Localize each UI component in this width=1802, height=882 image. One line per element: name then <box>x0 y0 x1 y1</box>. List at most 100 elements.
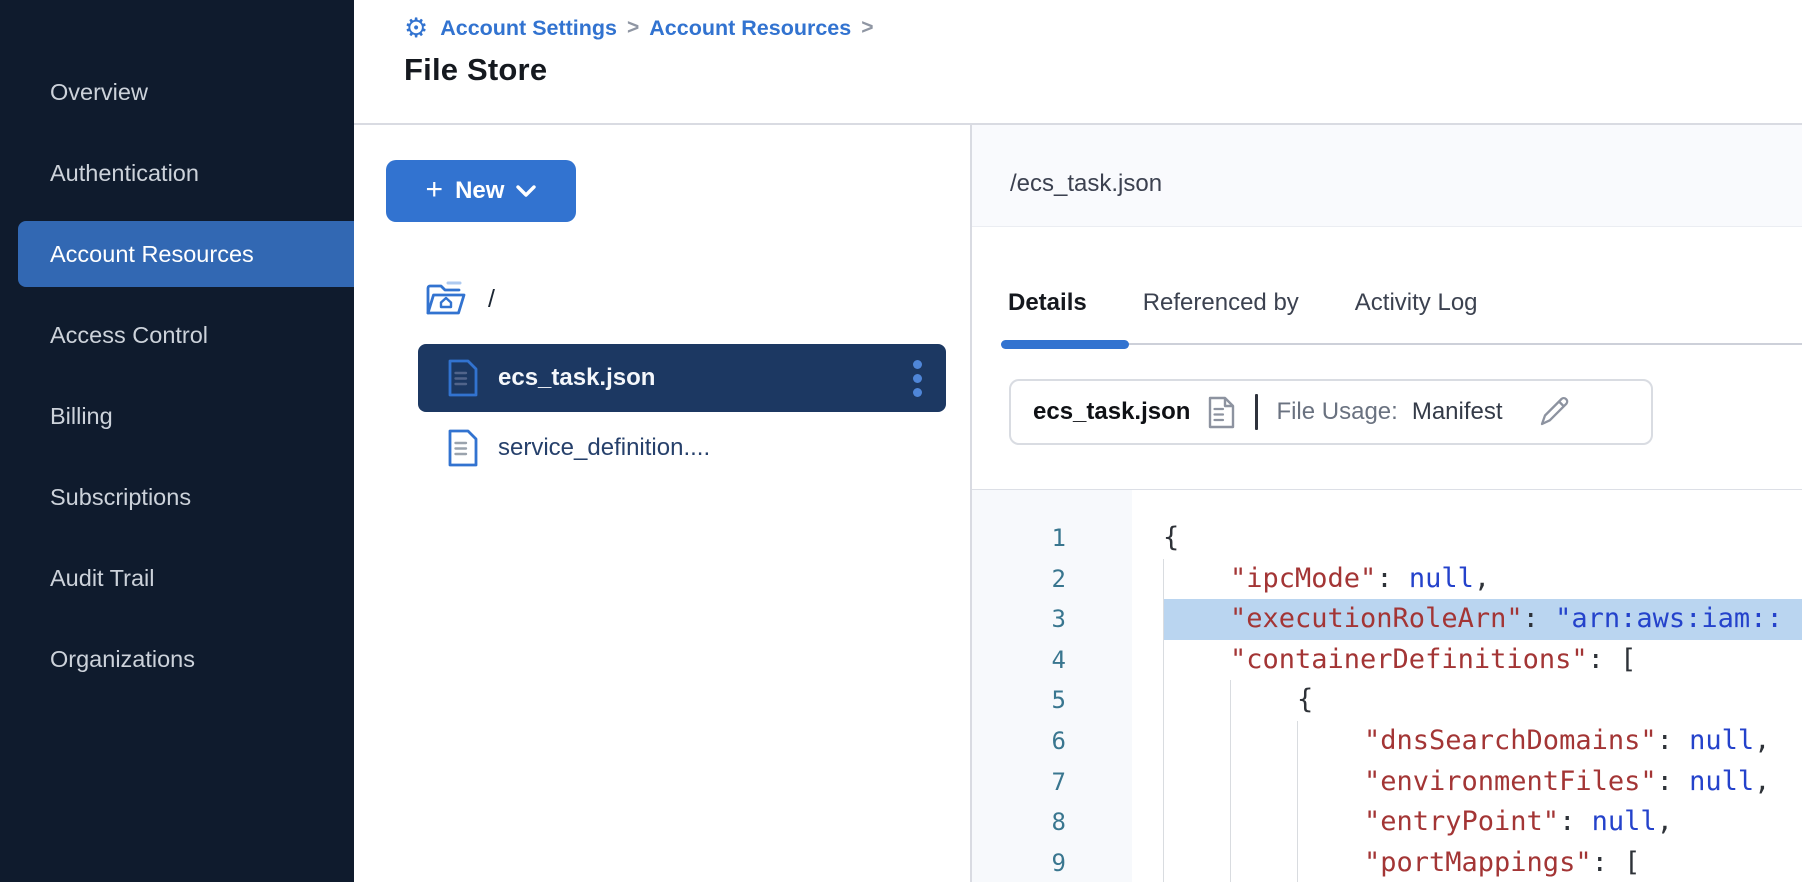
new-button-label: New <box>455 177 504 205</box>
file-path-strip: /ecs_task.json <box>972 125 1802 227</box>
indent-guide <box>1163 843 1230 882</box>
code-token: "containerDefinitions" <box>1230 644 1588 675</box>
code-token: , <box>1754 725 1770 756</box>
file-name: ecs_task.json <box>1033 398 1190 426</box>
tab-details[interactable]: Details <box>1008 289 1087 317</box>
sidebar-item-subscriptions[interactable]: Subscriptions <box>0 464 354 530</box>
breadcrumb: ⚙ Account Settings > Account Resources > <box>404 12 1802 44</box>
line-number: 9 <box>972 843 1066 882</box>
code-token: : <box>1657 766 1690 797</box>
tab-label: Activity Log <box>1355 289 1478 316</box>
indent-guide <box>1163 680 1230 721</box>
file-icon <box>446 358 480 398</box>
indent-guide <box>1163 762 1230 803</box>
indent-guide <box>1297 843 1364 882</box>
indent-guide <box>1163 640 1230 681</box>
line-number-gutter: 123456789 <box>972 490 1132 882</box>
code-token: , <box>1474 563 1490 594</box>
code-token: : [ <box>1588 644 1637 675</box>
code-token: : <box>1657 725 1690 756</box>
code-token: "environmentFiles" <box>1364 766 1657 797</box>
code-content: {"ipcMode": null,"executionRoleArn": "ar… <box>1132 490 1802 882</box>
line-number: 8 <box>972 802 1066 843</box>
file-info-box: ecs_task.json File Usage: Manifest <box>1009 379 1653 445</box>
indent-guide <box>1230 721 1297 762</box>
sidebar-item-audit-trail[interactable]: Audit Trail <box>0 545 354 611</box>
sidebar-item-overview[interactable]: Overview <box>0 59 354 125</box>
code-token: null <box>1689 725 1754 756</box>
code-line-6: "dnsSearchDomains": null, <box>1163 721 1802 762</box>
code-line-3: "executionRoleArn": "arn:aws:iam:: <box>1163 599 1802 640</box>
sidebar-item-billing[interactable]: Billing <box>0 383 354 449</box>
document-icon[interactable] <box>1208 396 1235 429</box>
indent-guide <box>1163 721 1230 762</box>
line-number: 3 <box>972 599 1066 640</box>
file-row-service-definition[interactable]: service_definition.... <box>418 414 946 482</box>
page-header: ⚙ Account Settings > Account Resources > Fi… <box>354 0 1802 125</box>
code-token: : <box>1376 563 1409 594</box>
tab-bar: Details Referenced by Activity Log <box>1008 289 1802 345</box>
root-folder-label: / <box>488 285 495 314</box>
page-title: File Store <box>404 52 1802 88</box>
sidebar-item-account-resources[interactable]: Account Resources <box>18 221 354 287</box>
indent-guide <box>1230 802 1297 843</box>
file-list: ecs_task.json service_definition.... <box>354 344 970 482</box>
indent-guide <box>1230 843 1297 882</box>
code-token: : [ <box>1592 847 1641 878</box>
code-line-7: "environmentFiles": null, <box>1163 762 1802 803</box>
breadcrumb-separator: > <box>861 16 873 40</box>
line-number: 2 <box>972 559 1066 600</box>
file-path: /ecs_task.json <box>1010 170 1162 198</box>
code-token: : <box>1523 603 1556 634</box>
sidebar-nav: OverviewAuthenticationAccount ResourcesA… <box>0 0 354 882</box>
breadcrumb-separator: > <box>627 16 639 40</box>
file-row-menu-button[interactable] <box>909 356 926 401</box>
chevron-down-icon <box>516 185 536 198</box>
code-token: { <box>1163 522 1179 553</box>
code-line-2: "ipcMode": null, <box>1163 559 1802 600</box>
code-token: , <box>1657 806 1673 837</box>
sidebar-item-authentication[interactable]: Authentication <box>0 140 354 206</box>
code-line-8: "entryPoint": null, <box>1163 802 1802 843</box>
indent-guide <box>1163 599 1230 640</box>
file-icon <box>446 428 480 468</box>
indent-guide <box>1297 762 1364 803</box>
breadcrumb-link-account-settings[interactable]: Account Settings <box>440 16 617 41</box>
code-line-9: "portMappings": [ <box>1163 843 1802 882</box>
indent-guide <box>1163 802 1230 843</box>
code-token: null <box>1409 563 1474 594</box>
code-token: "portMappings" <box>1364 847 1592 878</box>
line-number: 4 <box>972 640 1066 681</box>
tab-label: Details <box>1008 289 1087 316</box>
code-line-1: { <box>1163 518 1802 559</box>
indent-guide <box>1230 680 1297 721</box>
file-row-ecs-task-json[interactable]: ecs_task.json <box>418 344 946 412</box>
active-tab-underline <box>1001 340 1129 349</box>
code-token: "ipcMode" <box>1230 563 1376 594</box>
tab-referenced-by[interactable]: Referenced by <box>1143 289 1299 317</box>
gear-icon: ⚙ <box>404 15 428 42</box>
indent-guide <box>1230 762 1297 803</box>
code-token: "executionRoleArn" <box>1230 603 1523 634</box>
code-viewer[interactable]: 123456789 {"ipcMode": null,"executionRol… <box>972 490 1802 882</box>
root-folder-row[interactable]: / <box>424 280 970 318</box>
tab-activity-log[interactable]: Activity Log <box>1355 289 1478 317</box>
sidebar-item-access-control[interactable]: Access Control <box>0 302 354 368</box>
file-row-label: service_definition.... <box>498 434 710 462</box>
new-button[interactable]: + New <box>386 160 576 222</box>
plus-icon: + <box>426 175 444 205</box>
sidebar-item-organizations[interactable]: Organizations <box>0 626 354 692</box>
line-number: 5 <box>972 680 1066 721</box>
code-line-5: { <box>1163 680 1802 721</box>
content-row: + New / ecs_task.j <box>354 125 1802 882</box>
home-folder-icon <box>424 280 468 318</box>
breadcrumb-link-account-resources[interactable]: Account Resources <box>649 16 851 41</box>
line-number: 6 <box>972 721 1066 762</box>
code-token: null <box>1592 806 1657 837</box>
code-token: : <box>1559 806 1592 837</box>
tab-label: Referenced by <box>1143 289 1299 316</box>
edit-file-usage-icon[interactable] <box>1537 395 1571 429</box>
file-detail-panel: /ecs_task.json Details Referenced by Activ… <box>972 125 1802 882</box>
code-token: { <box>1297 684 1313 715</box>
